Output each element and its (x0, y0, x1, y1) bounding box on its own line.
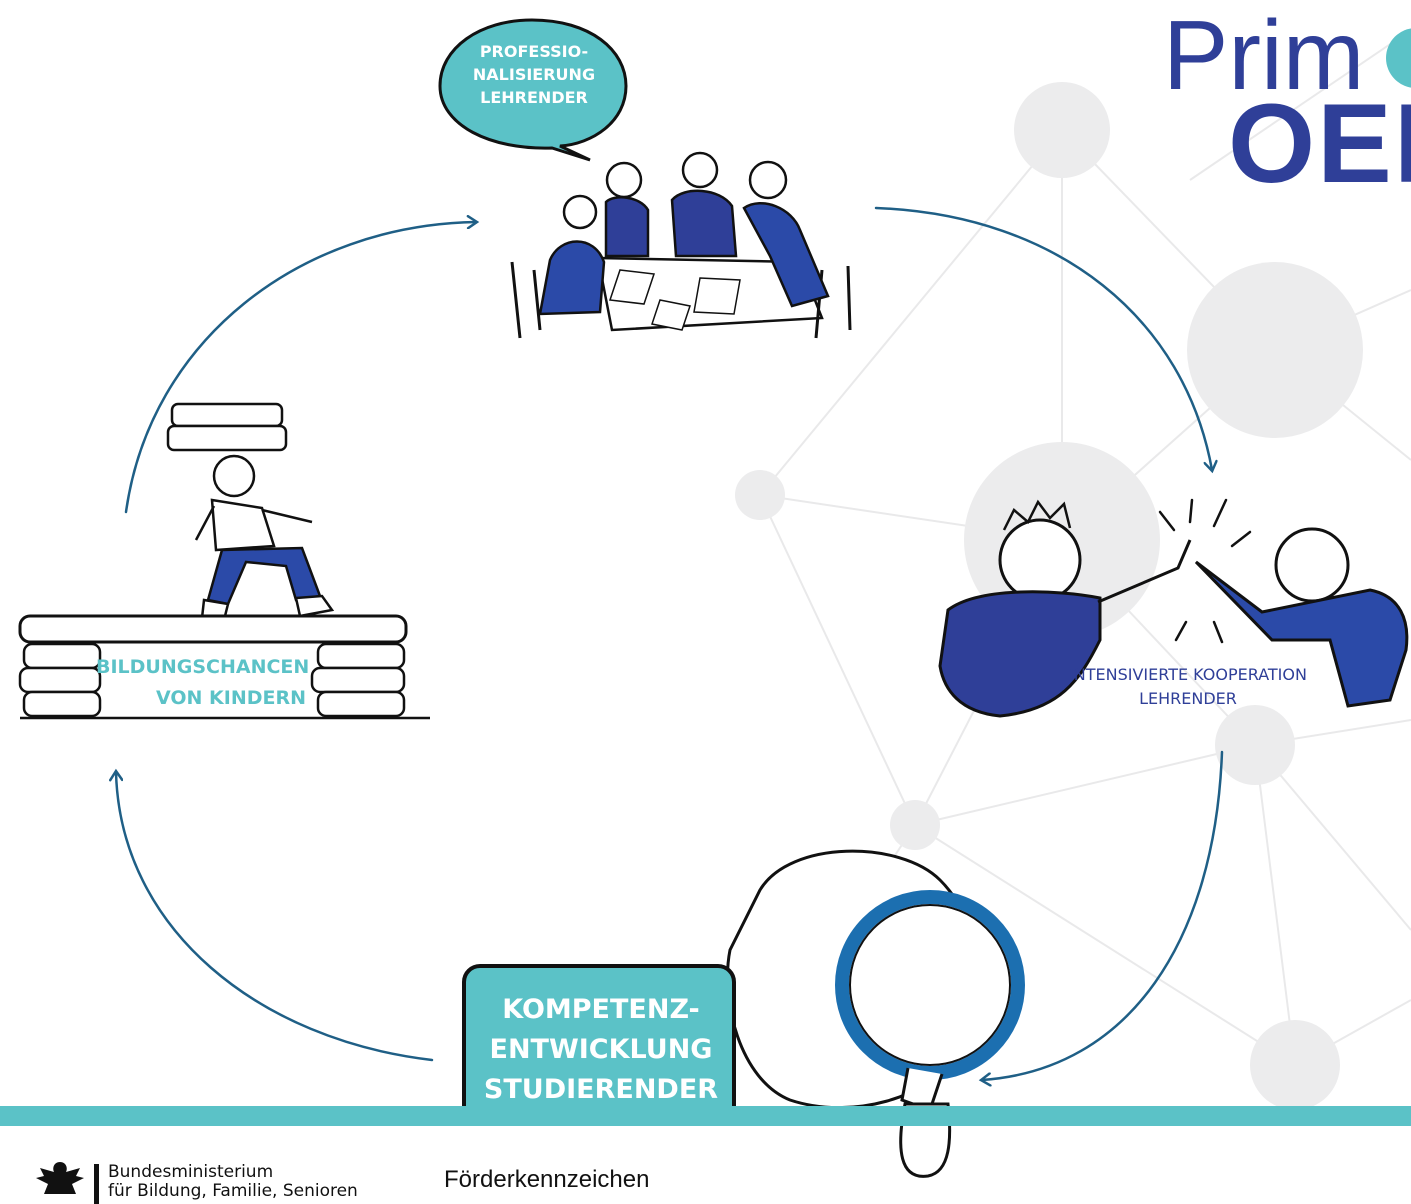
ministry-name: Bundesministerium für Bildung, Familie, … (108, 1163, 358, 1200)
ministry-divider (94, 1164, 99, 1204)
label-kooperation-line2: LEHRENDER (1139, 689, 1237, 708)
label-kooperation-line1: INTENSIVIERTE KOOPERATION (1069, 665, 1307, 684)
arrow-kooperation-to-kompetenz (982, 750, 1224, 1080)
speech-bubble (438, 18, 628, 162)
label-professionalisierung-line2: NALISIERUNG (472, 65, 596, 84)
foerderkennzeichen: Förderkennzeichen (444, 1166, 650, 1193)
label-bildung-line2: VON KINDERN (155, 687, 306, 709)
arrow-kinder-to-professionalisierung (124, 222, 476, 514)
label-kooperation: INTENSIVIERTE KOOPERATION LEHRENDER (1046, 663, 1330, 711)
arrow-kompetenz-to-kinder (116, 772, 434, 1062)
label-bildung: BILDUNGSCHANCEN VON KINDERN (96, 652, 310, 714)
label-kompetenz-line1: KOMPETENZ- (502, 994, 700, 1025)
label-kompetenz-line2: ENTWICKLUNG (489, 1034, 713, 1065)
logo-prim: Prim (1163, 0, 1365, 110)
label-professionalisierung-line3: LEHRENDER (480, 88, 588, 107)
arrow-professionalisierung-to-kooperation (874, 206, 1212, 470)
ministry-line2: für Bildung, Familie, Senioren (108, 1180, 358, 1201)
label-professionalisierung: PROFESSIO- NALISIERUNG LEHRENDER (452, 40, 616, 109)
label-kompetenz: KOMPETENZ- ENTWICKLUNG STUDIERENDER (470, 990, 732, 1110)
logo-oer: OER (1228, 81, 1411, 206)
label-kompetenz-line3: STUDIERENDER (483, 1074, 719, 1105)
eagle-emblem-icon (36, 1162, 84, 1194)
footer-band (0, 1106, 1411, 1126)
label-professionalisierung-line1: PROFESSIO- (479, 42, 589, 61)
label-bildung-line1: BILDUNGSCHANCEN (96, 656, 310, 678)
ministry-line1: Bundesministerium (108, 1162, 274, 1182)
